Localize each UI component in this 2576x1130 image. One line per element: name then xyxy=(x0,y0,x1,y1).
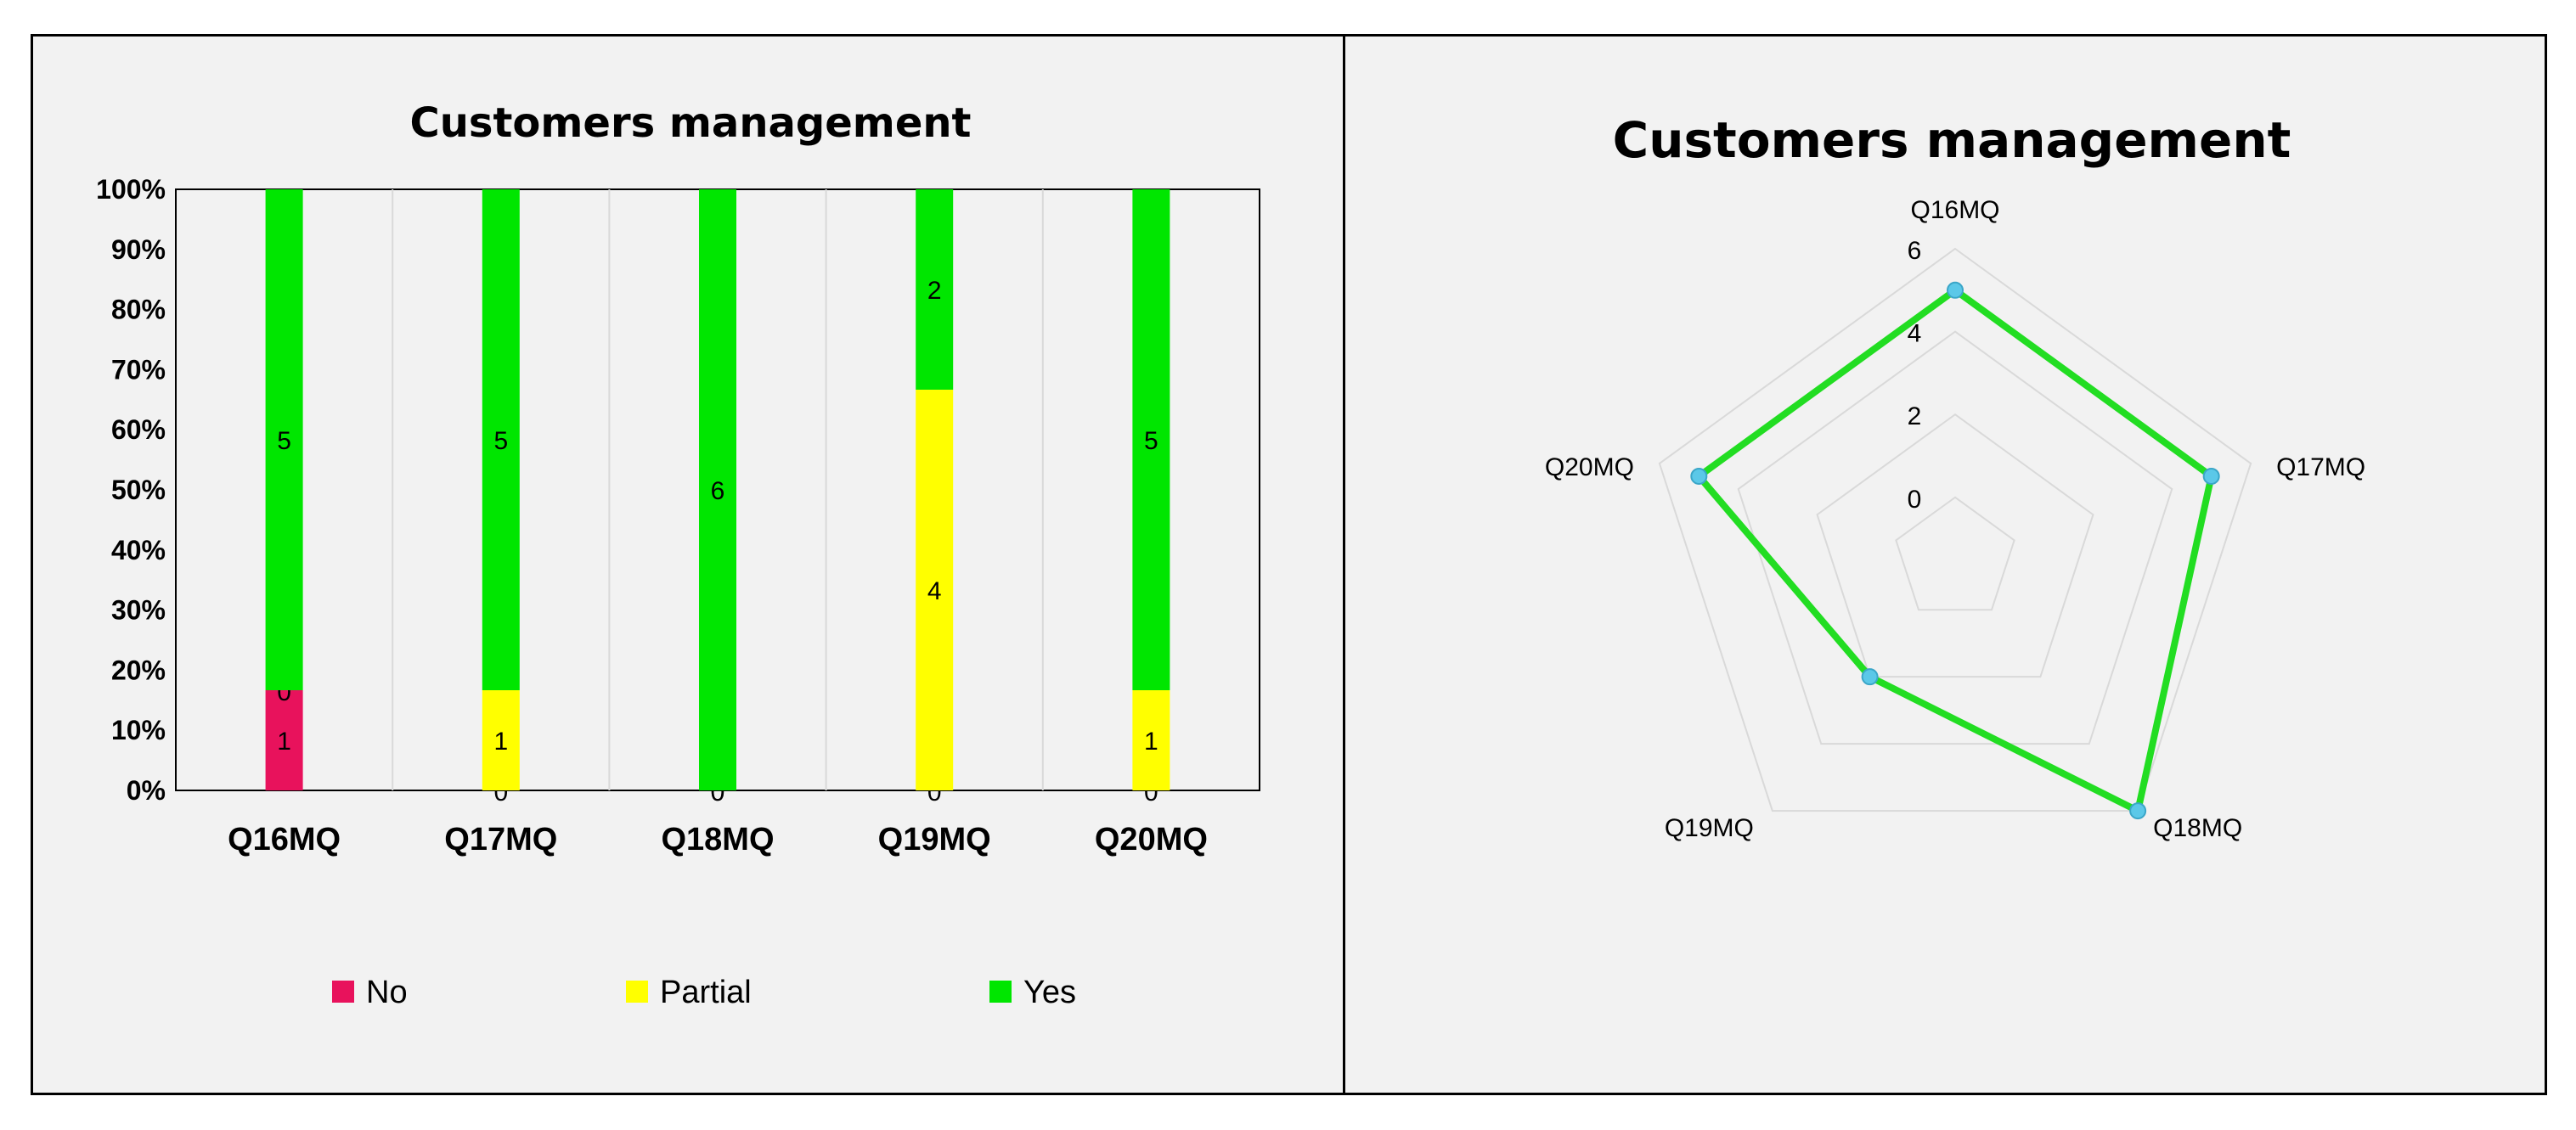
data-label: 5 xyxy=(277,427,291,455)
radar-tick-label: 6 xyxy=(1908,237,1922,265)
bar-segment-no xyxy=(265,690,303,790)
bar-segment-yes xyxy=(265,189,303,690)
x-axis-categories: Q16MQ Q17MQ Q18MQ Q19MQ Q20MQ xyxy=(228,822,1208,857)
x-category-label: Q20MQ xyxy=(1095,822,1208,857)
x-category-label: Q17MQ xyxy=(444,822,557,857)
y-tick-label: 20% xyxy=(111,655,166,685)
data-label: 1 xyxy=(493,728,508,756)
radar-point xyxy=(1947,281,1964,299)
radar-chart-title: Customers management xyxy=(1613,111,2291,169)
bar-segment-partial xyxy=(1132,690,1170,790)
radar-point xyxy=(1861,668,1879,686)
radar-tick-label: 0 xyxy=(1908,486,1922,514)
radar-series xyxy=(1690,281,2220,820)
radar-grid-ring xyxy=(1816,413,2094,678)
radar-point xyxy=(2202,467,2220,485)
bar-segment-yes xyxy=(699,189,736,790)
radar-axis-labels: Q16MQ Q17MQ Q18MQ Q19MQ Q20MQ xyxy=(1545,196,2365,842)
radar-gridlines: 0 2 4 6 xyxy=(1658,237,2252,812)
data-label: 5 xyxy=(493,427,508,455)
legend-label-no: No xyxy=(366,975,408,1010)
x-category-label: Q18MQ xyxy=(661,822,774,857)
radar-point xyxy=(2129,802,2147,820)
data-label: 5 xyxy=(1144,427,1158,455)
data-label: 2 xyxy=(927,277,942,305)
legend-label-yes: Yes xyxy=(1023,975,1076,1010)
bar-legend: No Partial Yes xyxy=(332,975,1076,1010)
legend-swatch-no xyxy=(332,981,354,1003)
bar-segment-yes xyxy=(1132,189,1170,690)
bar-chart-title: Customers management xyxy=(410,99,972,147)
radar-grid-ring xyxy=(1737,330,2173,745)
bar-segment-yes xyxy=(482,189,520,690)
radar-axis-label: Q20MQ xyxy=(1545,453,1634,481)
bar-segment-partial xyxy=(916,390,954,790)
data-label: 4 xyxy=(927,577,942,605)
radar-axis-label: Q19MQ xyxy=(1665,814,1754,842)
y-tick-label: 0% xyxy=(127,775,166,806)
legend-swatch-yes xyxy=(989,981,1012,1003)
x-category-label: Q19MQ xyxy=(878,822,991,857)
radar-chart: Customers management 0 2 4 6 Q16MQ Q17MQ Q18M… xyxy=(1545,111,2365,842)
y-tick-label: 30% xyxy=(111,595,166,626)
data-label: 1 xyxy=(277,728,291,756)
radar-grid-ring xyxy=(1658,247,2252,812)
bar-segment-yes xyxy=(916,189,954,390)
radar-tick-label: 2 xyxy=(1908,402,1922,430)
y-tick-label: 80% xyxy=(111,295,166,325)
legend-swatch-partial xyxy=(626,981,648,1003)
y-tick-label: 60% xyxy=(111,414,166,445)
y-axis-ticks: 0% 10% 20% 30% 40% 50% 60% 70% 80% 90% 100% xyxy=(96,174,166,806)
data-label: 6 xyxy=(711,477,725,505)
radar-chart-panel: Customers management 0 2 4 6 Q16MQ Q17MQ Q18M… xyxy=(1343,34,2547,1095)
y-tick-label: 10% xyxy=(111,715,166,745)
data-label: 1 xyxy=(1144,728,1158,756)
radar-tick-label: 4 xyxy=(1908,320,1922,348)
y-tick-label: 70% xyxy=(111,354,166,385)
y-tick-label: 90% xyxy=(111,234,166,265)
radar-axis-label: Q17MQ xyxy=(2276,453,2365,481)
radar-point xyxy=(1690,467,1708,485)
y-tick-label: 100% xyxy=(96,174,166,205)
radar-series-line xyxy=(1694,285,2216,816)
radar-axis-label: Q18MQ xyxy=(2153,814,2242,842)
x-category-label: Q16MQ xyxy=(228,822,341,857)
legend-label-partial: Partial xyxy=(660,975,752,1010)
y-tick-label: 40% xyxy=(111,535,166,565)
y-tick-label: 50% xyxy=(111,475,166,505)
bar-segment-partial xyxy=(482,690,520,790)
radar-axis-label: Q16MQ xyxy=(1910,196,1999,224)
radar-grid-ring xyxy=(1895,496,2015,611)
